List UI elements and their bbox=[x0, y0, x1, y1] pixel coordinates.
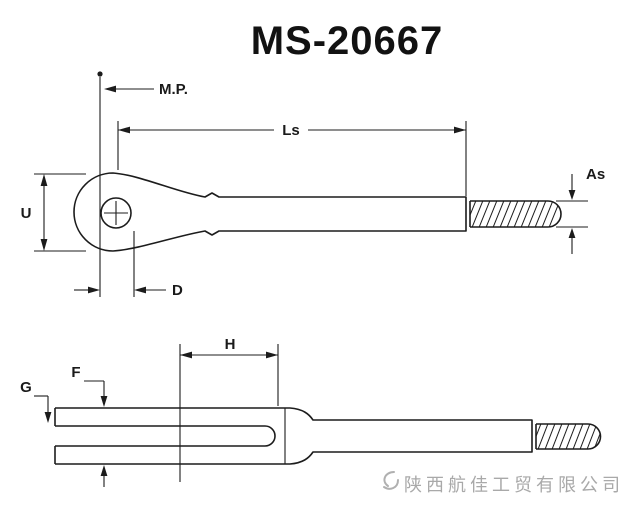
company-logo-icon bbox=[383, 471, 399, 490]
watermark-text: 陕西航佳工贸有限公司 bbox=[404, 475, 624, 495]
label-f: F bbox=[71, 364, 80, 381]
label-g: G bbox=[20, 379, 32, 396]
label-h: H bbox=[225, 336, 236, 353]
dim-mp: M.P. bbox=[97, 71, 188, 297]
label-as: As bbox=[586, 166, 605, 183]
dim-h: H bbox=[179, 336, 279, 482]
top-view-eye-terminal: M.P. Ls As bbox=[21, 71, 605, 299]
label-mp: M.P. bbox=[159, 81, 188, 98]
bottom-view-fork-terminal: H F G bbox=[20, 336, 602, 487]
label-d: D bbox=[172, 282, 183, 299]
page-title: MS-20667 bbox=[251, 19, 444, 63]
eye-terminal-outline bbox=[73, 172, 467, 252]
cable-strand-hatching bbox=[470, 201, 561, 227]
eye-pin-hole bbox=[100, 197, 132, 229]
dim-u: U bbox=[21, 173, 86, 252]
pin-hole-crosshair bbox=[104, 201, 128, 225]
fork-terminal-outline bbox=[55, 407, 533, 465]
dim-ls: Ls bbox=[117, 121, 467, 196]
fork-slot bbox=[55, 425, 276, 447]
dim-d: D bbox=[74, 231, 183, 299]
dim-g: G bbox=[20, 379, 52, 423]
dim-f: F bbox=[71, 364, 108, 487]
cable-bottom-view bbox=[535, 423, 602, 450]
watermark: 陕西航佳工贸有限公司 bbox=[383, 471, 624, 495]
dim-as: As bbox=[556, 166, 605, 254]
label-u: U bbox=[21, 205, 32, 222]
label-ls: Ls bbox=[282, 122, 300, 139]
cable-top-view bbox=[469, 200, 562, 228]
